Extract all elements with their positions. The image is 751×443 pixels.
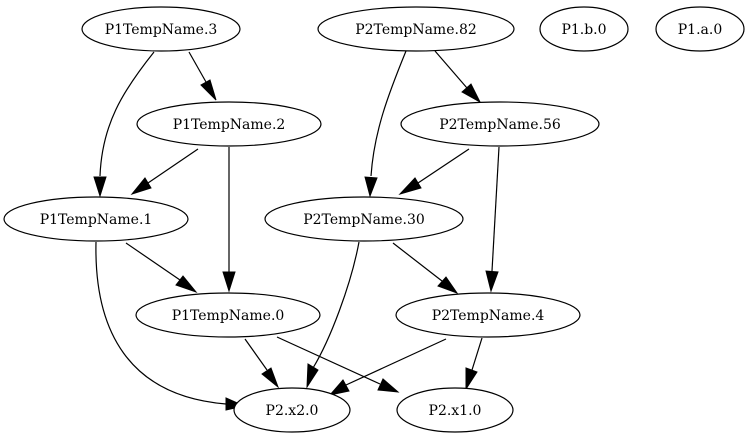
edge-arrowhead (377, 378, 400, 393)
edge-arrowhead (437, 276, 459, 295)
edge-arrowhead (93, 176, 107, 198)
node-ellipse (396, 387, 514, 433)
node-p1-tempname-3: P1TempName.3 (81, 6, 241, 52)
node-ellipse (317, 6, 515, 52)
node-p2-x1-0: P2.x1.0 (396, 387, 514, 433)
edge-line (188, 51, 207, 83)
edge-p1-tempname-1-to-p1-tempname-0 (125, 242, 198, 294)
node-p2-tempname-4: P2TempName.4 (395, 292, 581, 338)
node-label: P1.a.0 (678, 22, 722, 38)
edge-arrowhead (130, 177, 152, 195)
node-p2-tempname-82: P2TempName.82 (317, 6, 515, 52)
node-p1-a-0: P1.a.0 (655, 6, 745, 52)
node-ellipse (539, 6, 629, 52)
edges-layer (93, 50, 500, 411)
node-p2-tempname-30: P2TempName.30 (264, 196, 464, 242)
node-p1-tempname-0: P1TempName.0 (135, 292, 321, 338)
edge-p1-tempname-2-to-p1-tempname-1 (130, 148, 199, 195)
edge-line (434, 50, 468, 89)
node-ellipse (395, 292, 581, 338)
node-ellipse (264, 196, 464, 242)
edge-p2-tempname-4-to-p2-x1-0 (465, 337, 483, 391)
node-p1-tempname-1: P1TempName.1 (3, 196, 189, 242)
node-label: P2.x1.0 (429, 403, 482, 419)
edge-p1-tempname-0-to-p2-x1-0 (276, 336, 400, 393)
edge-arrowhead (398, 177, 422, 195)
edge-arrowhead (328, 379, 350, 396)
node-p2-tempname-56: P2TempName.56 (400, 101, 600, 147)
edge-arrowhead (306, 363, 319, 389)
edge-arrowhead (200, 79, 217, 101)
edge-p2-tempname-4-to-p2-x2-0 (328, 338, 447, 396)
edge-line (392, 242, 443, 282)
node-label: P1TempName.2 (173, 117, 286, 133)
edge-line (417, 148, 470, 184)
edge-p2-tempname-30-to-p2-x2-0 (306, 241, 360, 389)
node-ellipse (233, 387, 351, 433)
edge-p2-tempname-30-to-p2-tempname-4 (392, 242, 459, 295)
node-ellipse (81, 6, 241, 52)
edge-line (491, 146, 500, 272)
node-p2-x2-0: P2.x2.0 (233, 387, 351, 433)
edge-arrowhead (222, 271, 236, 293)
edge-p1-tempname-3-to-p1-tempname-2 (188, 51, 217, 101)
node-ellipse (135, 292, 321, 338)
edge-line (276, 336, 381, 385)
edge-line (147, 148, 199, 184)
edge-line (370, 50, 407, 177)
node-label: P2TempName.82 (355, 22, 477, 38)
edge-arrowhead (485, 270, 499, 293)
node-label: P1TempName.0 (172, 308, 285, 324)
node-label: P1TempName.1 (40, 212, 153, 228)
edge-p2-tempname-82-to-p2-tempname-30 (364, 50, 407, 198)
edge-line (345, 338, 447, 386)
edge-line (312, 241, 360, 369)
edge-arrowhead (261, 367, 280, 389)
edge-arrowhead (175, 275, 198, 294)
edge-line (244, 338, 268, 371)
node-label: P2TempName.56 (439, 117, 561, 133)
edge-p2-tempname-56-to-p2-tempname-4 (485, 146, 500, 293)
edge-arrowhead (461, 83, 482, 104)
node-ellipse (136, 101, 322, 147)
nodes-layer: P1TempName.3 P2TempName.82 P1.b.0 P1.a.0P1T… (3, 6, 745, 433)
edge-p1-tempname-2-to-p1-tempname-0 (222, 147, 236, 293)
node-p1-b-0: P1.b.0 (539, 6, 629, 52)
edge-arrowhead (364, 176, 378, 198)
node-label: P2TempName.4 (432, 308, 545, 324)
edge-p2-tempname-82-to-p2-tempname-56 (434, 50, 482, 104)
node-label: P1.b.0 (561, 22, 606, 38)
node-label: P1TempName.3 (105, 22, 218, 38)
edge-line (99, 51, 155, 177)
node-ellipse (3, 196, 189, 242)
node-p1-tempname-2: P1TempName.2 (136, 101, 322, 147)
node-ellipse (655, 6, 745, 52)
edge-p1-tempname-3-to-p1-tempname-1 (93, 51, 155, 198)
edge-p1-tempname-0-to-p2-x2-0 (244, 338, 280, 389)
node-label: P2TempName.30 (303, 212, 425, 228)
edge-p2-tempname-56-to-p2-tempname-30 (398, 148, 470, 195)
edge-line (95, 241, 227, 405)
node-ellipse (400, 101, 600, 147)
edge-line (125, 242, 181, 281)
edge-arrowhead (465, 367, 478, 391)
node-label: P2.x2.0 (266, 403, 319, 419)
edge-line (471, 337, 483, 371)
